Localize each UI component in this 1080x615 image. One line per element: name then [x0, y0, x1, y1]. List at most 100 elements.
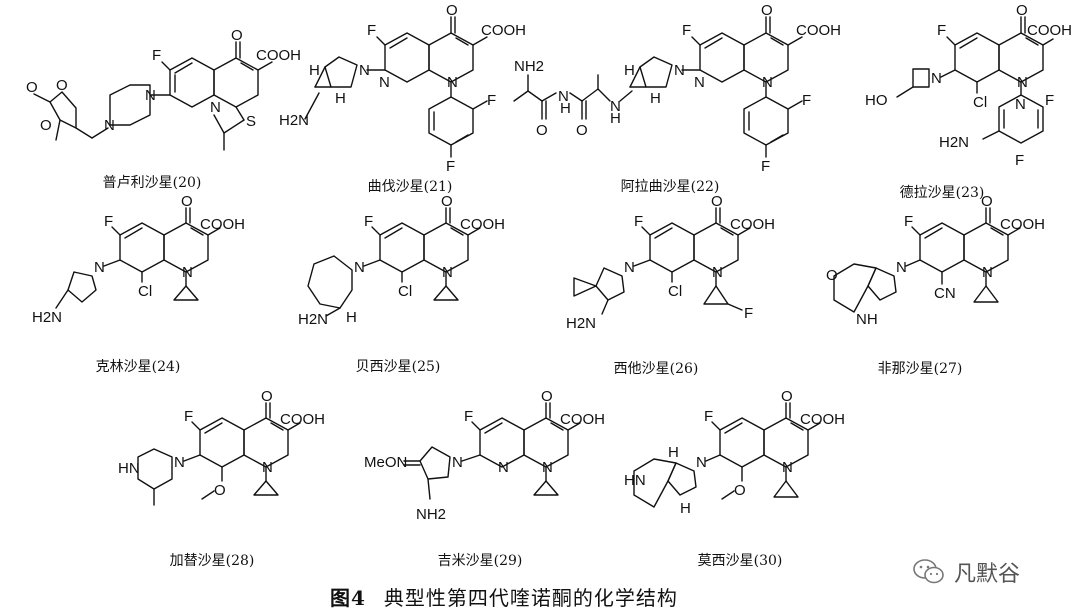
label-f: F — [184, 408, 193, 425]
label-n: N — [610, 98, 621, 115]
label-o: O — [541, 388, 553, 405]
caption-sitafloxacin: 西他沙星(26) — [613, 361, 699, 377]
label-cl: Cl — [138, 283, 152, 300]
label-h: H — [680, 500, 691, 517]
label-n: N — [1017, 74, 1028, 91]
label-h2n: H2N — [939, 134, 969, 151]
structure-gatifloxacin: O COOH F N O N HN — [118, 388, 325, 506]
structure-gemifloxacin: O COOH F N N N MeON NH2 — [364, 388, 605, 523]
structure-trovafloxacin: O COOH F N N N H H H2N F F — [279, 2, 526, 175]
label-o: O — [40, 117, 52, 134]
label-n: N — [442, 264, 453, 281]
label-o: O — [761, 2, 773, 19]
label-f: F — [744, 305, 753, 322]
label-s: S — [246, 113, 256, 130]
label-h2n: H2N — [566, 315, 596, 332]
label-h: H — [346, 309, 357, 326]
label-n: N — [762, 74, 773, 91]
label-n: N — [452, 454, 463, 471]
label-o: O — [441, 193, 453, 210]
label-h: H — [335, 90, 346, 107]
label-o: O — [446, 2, 458, 19]
label-cooh: COOH — [256, 47, 301, 64]
label-f: F — [1015, 152, 1024, 169]
label-h: H — [668, 444, 679, 461]
caption-prulifloxacin: 普卢利沙星(20) — [102, 175, 202, 191]
structure-clinafloxacin: O COOH F N Cl N H2N — [32, 193, 245, 326]
label-n: N — [982, 264, 993, 281]
label-n: N — [359, 62, 370, 79]
label-o: O — [261, 388, 273, 405]
label-n: N — [931, 70, 942, 87]
label-h: H — [560, 100, 571, 117]
label-o: O — [214, 482, 226, 499]
label-n: N — [447, 74, 458, 91]
label-n: N — [558, 88, 569, 105]
label-f: F — [446, 158, 455, 175]
label-cooh: COOH — [200, 216, 245, 233]
caption-delafloxacin: 德拉沙星(23) — [899, 185, 985, 201]
structure-alatrofloxacin: O COOH F N N N H H N H O N H O NH2 F F — [513, 2, 841, 175]
label-o: O — [576, 122, 588, 139]
label-f: F — [464, 408, 473, 425]
label-n: N — [542, 459, 553, 476]
label-n: N — [379, 74, 390, 91]
caption-alatrofloxacin: 阿拉曲沙星(22) — [620, 179, 720, 195]
label-o: O — [981, 193, 993, 210]
label-n: N — [624, 259, 635, 276]
label-f: F — [904, 213, 913, 230]
label-h2n: H2N — [298, 311, 328, 328]
label-cooh: COOH — [800, 411, 845, 428]
label-n: N — [1015, 96, 1026, 113]
structure-besifloxacin: O COOH F N Cl N H2N H — [298, 193, 505, 328]
structure-delafloxacin: O COOH F N Cl N HO N F F H2N — [865, 2, 1072, 169]
caption-gemifloxacin: 吉米沙星(29) — [437, 553, 523, 569]
label-n: N — [694, 74, 705, 91]
caption-clinafloxacin: 克林沙星(24) — [95, 359, 181, 375]
label-o: O — [1016, 2, 1028, 19]
label-cl: Cl — [398, 283, 412, 300]
label-h: H — [309, 62, 320, 79]
label-n: N — [262, 459, 273, 476]
label-f: F — [761, 158, 770, 175]
label-n: N — [174, 454, 185, 471]
caption-gatifloxacin: 加替沙星(28) — [169, 553, 255, 569]
label-n: N — [145, 87, 156, 104]
label-f: F — [1045, 92, 1054, 109]
figure-caption: 典型性第四代喹诺酮的化学结构 — [383, 586, 678, 610]
wechat-icon — [913, 559, 944, 584]
label-f: F — [367, 22, 376, 39]
label-n: N — [712, 264, 723, 281]
label-o: O — [826, 267, 838, 284]
label-f: F — [634, 213, 643, 230]
label-f: F — [937, 22, 946, 39]
structure-finafloxacin: O COOH F N CN N O NH — [826, 193, 1045, 328]
label-o: O — [56, 77, 68, 94]
label-cl: Cl — [668, 283, 682, 300]
label-cl: Cl — [973, 94, 987, 111]
structure-moxifloxacin: O COOH F N O N HN H H — [624, 388, 845, 517]
label-cooh: COOH — [280, 411, 325, 428]
structure-sitafloxacin: O COOH F N Cl N H2N F — [566, 193, 775, 332]
label-n: N — [182, 264, 193, 281]
label-n: N — [896, 259, 907, 276]
label-cooh: COOH — [481, 22, 526, 39]
label-n: N — [782, 459, 793, 476]
label-h: H — [624, 62, 635, 79]
label-n: N — [674, 62, 685, 79]
label-o: O — [711, 193, 723, 210]
label-h: H — [650, 90, 661, 107]
label-f: F — [682, 22, 691, 39]
label-f: F — [152, 47, 161, 64]
label-n: N — [104, 117, 115, 134]
label-f: F — [704, 408, 713, 425]
label-meon: MeON — [364, 454, 407, 471]
label-cooh: COOH — [460, 216, 505, 233]
label-ho: HO — [865, 92, 888, 109]
label-n: N — [210, 99, 221, 116]
label-n: N — [498, 459, 509, 476]
label-o: O — [536, 122, 548, 139]
watermark-text: 凡默谷 — [954, 562, 1021, 587]
structure-prulifloxacin: O COOH F N S N N O O O — [26, 27, 301, 151]
